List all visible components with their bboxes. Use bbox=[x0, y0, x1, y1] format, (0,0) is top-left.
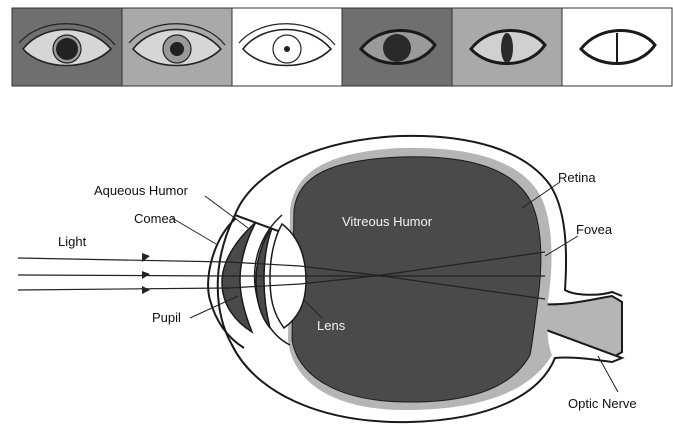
ray-arrowheads bbox=[142, 253, 150, 294]
pupil bbox=[284, 46, 290, 52]
label-vitreous-humor: Vitreous Humor bbox=[342, 214, 433, 229]
eye-cross-section: Aqueous Humor Comea Light Pupil Vitreous… bbox=[18, 136, 637, 422]
vitreous-humor-shape bbox=[292, 157, 541, 402]
label-light: Light bbox=[58, 234, 87, 249]
eye-panel-cat-pupil-dark-bg bbox=[342, 8, 452, 86]
pupil bbox=[170, 42, 184, 56]
label-cornea: Comea bbox=[134, 211, 177, 226]
eye-panel-cat-pupil-light-bg bbox=[562, 8, 672, 86]
eye-panel-normal-pupil-dark-bg bbox=[12, 8, 122, 86]
eye-strip bbox=[12, 8, 672, 86]
label-lens: Lens bbox=[317, 318, 346, 333]
pupil bbox=[56, 38, 78, 60]
label-aqueous-humor: Aqueous Humor bbox=[94, 183, 189, 198]
eye-panel-normal-pupil-mid-bg bbox=[122, 8, 232, 86]
label-pupil: Pupil bbox=[152, 310, 181, 325]
eye-panel-normal-pupil-light-bg bbox=[232, 8, 342, 86]
eye-panel-cat-pupil-mid-bg bbox=[452, 8, 562, 86]
label-retina: Retina bbox=[558, 170, 596, 185]
pupil bbox=[383, 34, 411, 62]
label-optic-nerve: Optic Nerve bbox=[568, 396, 637, 411]
pupil bbox=[501, 33, 513, 63]
label-fovea: Fovea bbox=[576, 222, 613, 237]
